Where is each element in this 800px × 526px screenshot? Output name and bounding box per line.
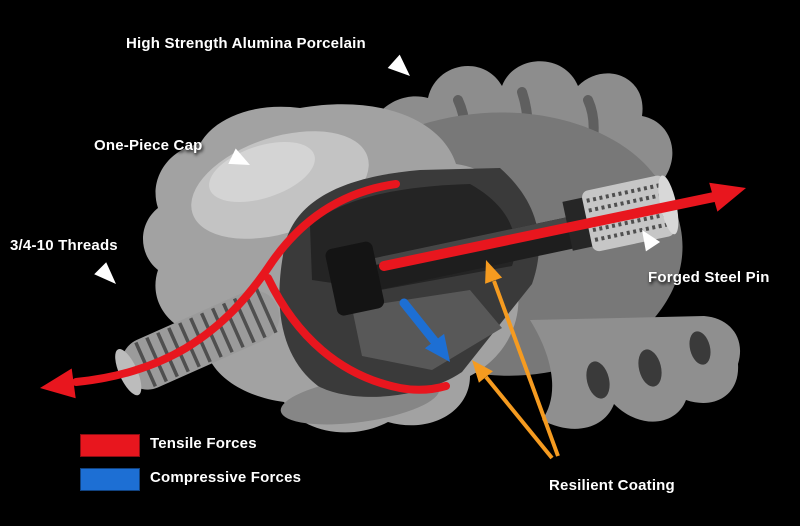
coating-label: Resilient Coating — [549, 477, 675, 494]
cap-pointer-arrow — [228, 148, 250, 165]
compressive-shaft — [399, 298, 441, 348]
pin-pointer-arrow — [642, 230, 661, 252]
tensile-path-upper — [72, 180, 400, 386]
lobe-hole-2 — [638, 349, 662, 387]
cap-label: One-Piece Cap — [94, 137, 203, 154]
lobe-hole-1 — [586, 361, 610, 399]
coating-pointer-head-1 — [485, 260, 503, 284]
lower-shell-ribs — [530, 316, 741, 429]
threads-label: 3/4-10 Threads — [10, 237, 118, 254]
pin-label: Forged Steel Pin — [648, 269, 770, 286]
coating-pointer-shaft-1 — [492, 280, 560, 457]
tensile-path-lower — [264, 274, 450, 394]
coating-pointer-head-2 — [472, 360, 493, 383]
compressive-legend-swatch — [80, 468, 140, 491]
coating-pointer-shaft-2 — [484, 375, 554, 460]
tensile-legend-label: Tensile Forces — [150, 435, 257, 452]
tensile-arrowhead-left — [40, 368, 76, 399]
porcelain-label: High Strength Alumina Porcelain — [126, 35, 366, 52]
lobe-hole-3 — [689, 331, 711, 365]
tensile-arrowhead-right — [709, 182, 746, 212]
threads-pointer-arrow — [94, 262, 116, 284]
porcelain-pointer-arrow — [387, 54, 410, 76]
tensile-legend-swatch — [80, 434, 140, 457]
compressive-arrowhead — [424, 333, 450, 362]
tensile-shaft-pin — [379, 192, 719, 271]
compressive-legend-label: Compressive Forces — [150, 469, 302, 486]
